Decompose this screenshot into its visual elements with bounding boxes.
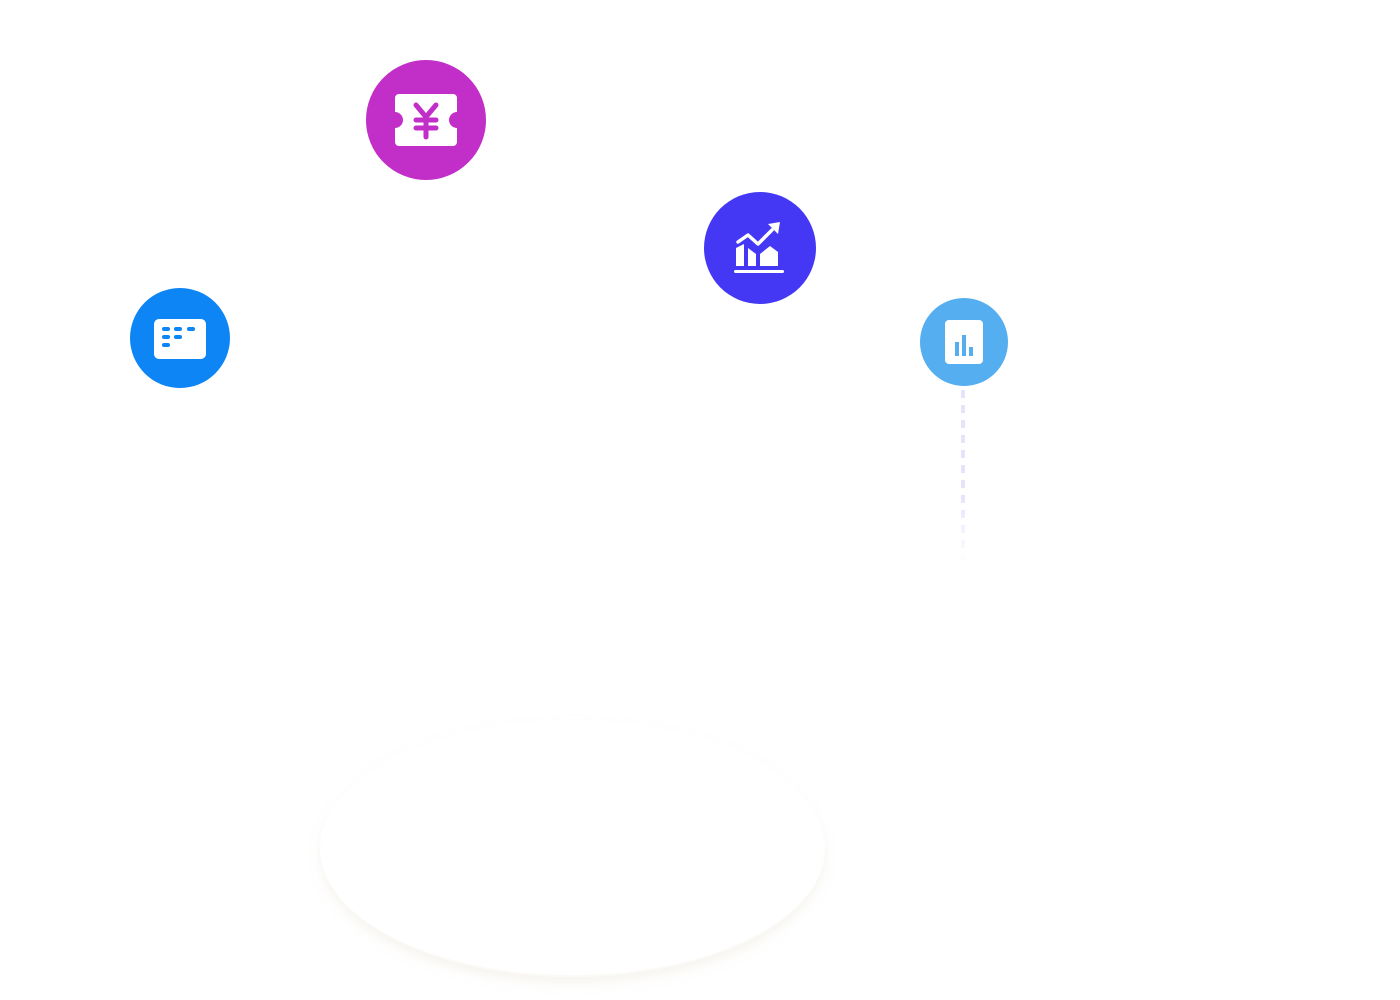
platform-ellipse-shadow <box>320 720 825 977</box>
bar-report-icon <box>945 320 983 364</box>
yen-ticket-icon <box>395 94 457 146</box>
bar-report-bubble <box>920 298 1008 386</box>
list-card-icon <box>154 319 206 359</box>
growth-chart-icon <box>734 222 784 273</box>
dashed-connector-line <box>961 390 965 565</box>
yen-ticket-bubble <box>366 60 486 180</box>
growth-chart-bubble <box>704 192 816 304</box>
list-card-bubble <box>130 288 230 388</box>
